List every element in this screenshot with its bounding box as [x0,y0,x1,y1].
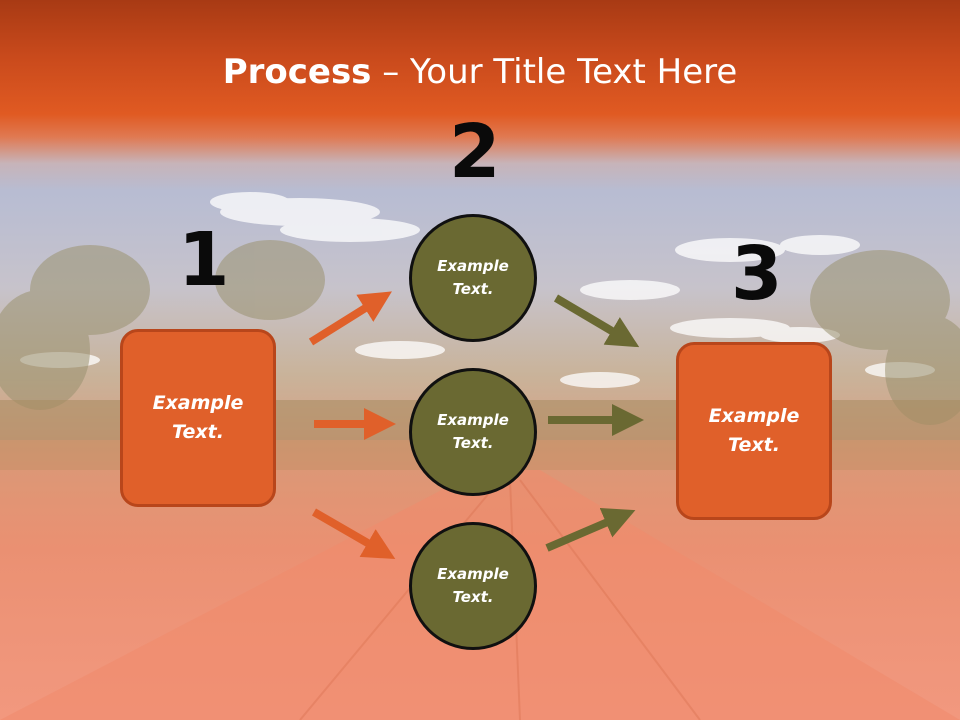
bottom-circle-node: Example Text. [409,522,537,650]
right-process-box: Example Text. [676,342,832,520]
left-process-box: Example Text. [120,329,276,507]
arrow-top-to-right [553,294,640,348]
top-circle-node: Example Text. [409,214,537,342]
arrow-left-to-bottom [311,508,396,560]
slide-title: Process – Your Title Text Here [0,52,960,92]
title-bold: Process [222,52,372,92]
title-rest: – Your Title Text Here [371,52,738,92]
right-box-label: Example Text. [708,405,800,456]
arrow-left-to-top [308,291,392,346]
arrow-bottom-to-right [545,508,636,552]
title-banner [0,0,960,190]
bottom-circle-label: Example Text. [437,565,509,606]
step-number-1: 1 [178,217,230,303]
middle-circle-label: Example Text. [437,411,509,452]
step-number-2: 2 [449,109,501,195]
left-box-label: Example Text. [152,392,244,443]
step-number-3: 3 [731,231,783,317]
top-circle-label: Example Text. [437,257,509,298]
middle-circle-node: Example Text. [409,368,537,496]
